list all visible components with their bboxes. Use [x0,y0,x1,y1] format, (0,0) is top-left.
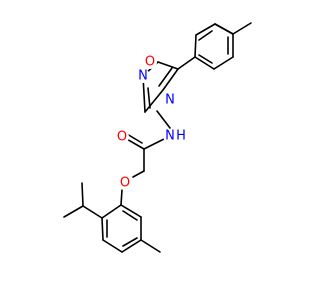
atom-symbol: O [145,55,155,70]
bond [122,210,138,221]
bond [101,217,104,241]
atom-symbol: N [138,69,148,84]
bond [132,170,145,178]
atom-label-layer: O N N N H O O [115,55,186,191]
atom-ring-nitrogen-top: N [136,69,150,84]
atom-symbol: O [120,176,130,191]
atom-amide-nitrogen: N [163,129,177,144]
atom-symbol: N [165,129,175,144]
atom-amide-hydrogen: H [176,129,186,144]
atom-carbonyl-oxygen: O [115,130,129,145]
bond [194,56,215,70]
bond [140,239,161,253]
bond [198,54,213,64]
bond [102,239,123,253]
bond [214,23,234,35]
bond [144,89,164,113]
bond [122,237,138,247]
atom-symbol: O [117,130,127,145]
bond [63,205,84,218]
bond [162,68,179,91]
atom-symbol: H [176,129,186,144]
bond [157,61,179,70]
bond [120,189,123,206]
atom-ring-oxygen: O [143,55,157,70]
bond [156,110,171,129]
atom-ring-nitrogen-bottom: N [163,93,177,108]
bond [195,23,216,36]
atom-ether-oxygen: O [118,176,132,191]
bond [213,56,234,70]
bond [147,87,151,109]
bond [232,22,252,35]
bond [143,137,167,150]
bond [194,34,197,58]
molecule-structure: O N N N H O O [63,22,252,253]
bond [198,30,213,41]
bond [101,204,122,219]
bond [177,56,196,70]
bond [120,204,142,218]
bond [121,239,142,253]
atom-symbol: N [165,93,175,108]
bond [82,205,103,219]
bond [81,182,84,207]
bond [126,133,143,144]
bond-layer [63,22,252,253]
bond [158,67,173,87]
